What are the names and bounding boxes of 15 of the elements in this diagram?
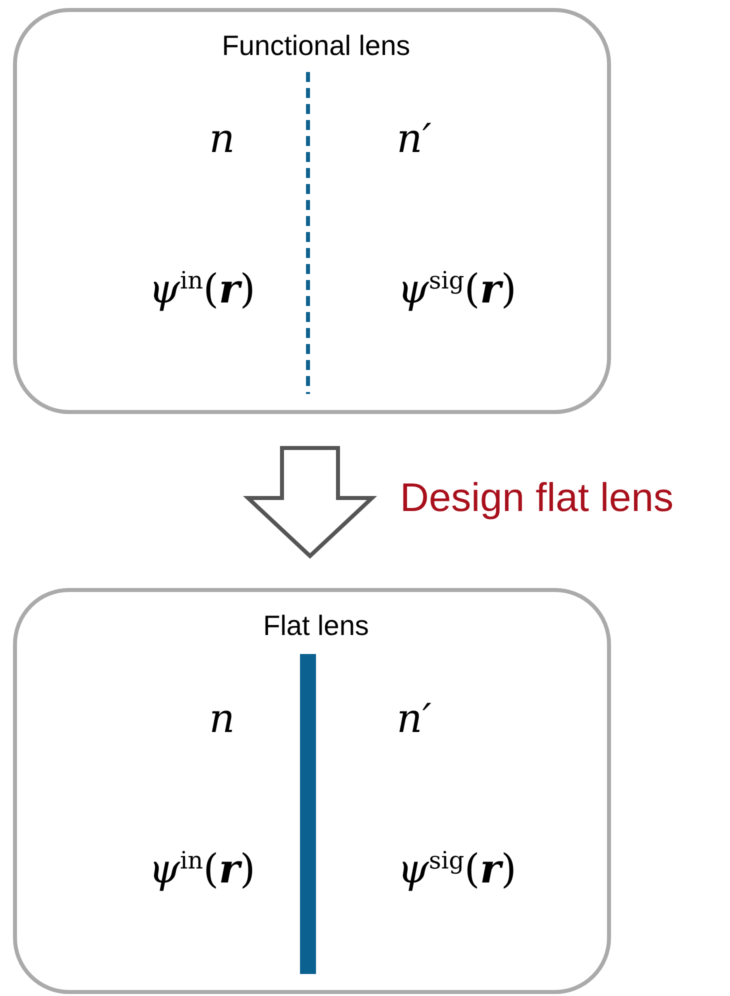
refractive-index: n	[209, 119, 235, 159]
hollow-arrow	[242, 446, 378, 559]
refractive-index: n	[209, 699, 235, 739]
lens-panel	[13, 588, 611, 994]
signal-field-symbol: ψ$^{sig}$(r)	[397, 848, 517, 890]
lens-heading: Functional lens	[222, 32, 410, 60]
edge-label: Design flat lens	[400, 478, 674, 518]
refractive-index: n′	[396, 119, 432, 159]
flat-lens-bar	[300, 654, 316, 974]
signal-field-symbol: ψ$^{sig}$(r)	[397, 268, 517, 310]
refractive-index: n′	[396, 699, 432, 739]
lens-panel	[13, 8, 611, 414]
lens-heading: Flat lens	[263, 612, 369, 640]
input-field-symbol: ψ$^{in}$(r)	[148, 268, 256, 310]
input-field-symbol: ψ$^{in}$(r)	[148, 848, 256, 890]
